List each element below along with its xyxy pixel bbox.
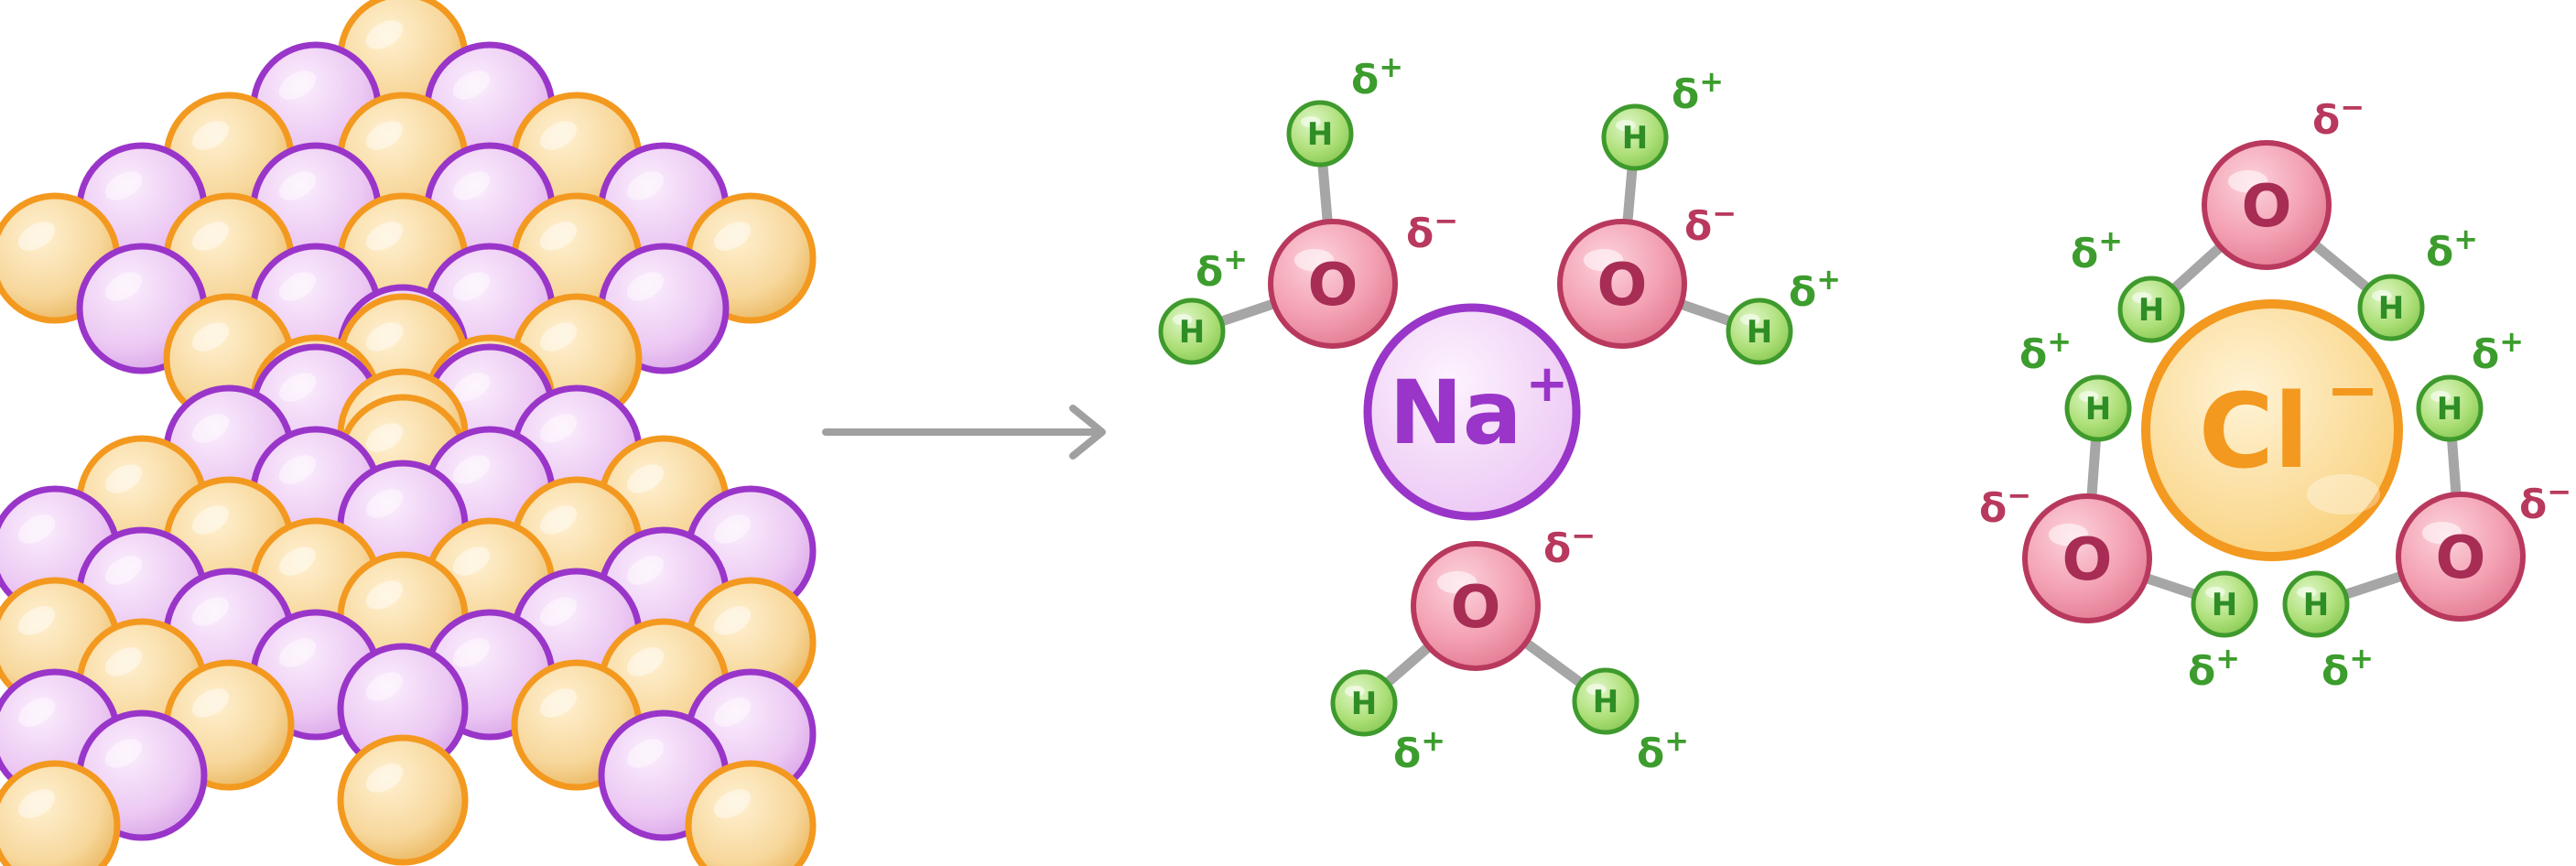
partial-positive-label: δ+ [2426, 222, 2478, 276]
partial-negative-label: δ− [2312, 90, 2365, 144]
oxygen-label: O [2242, 172, 2292, 241]
hydrogen-atom: H [2416, 374, 2484, 442]
partial-negative-label: δ− [1684, 196, 1737, 250]
hydrogen-atom: H [2357, 274, 2425, 341]
chloride-ion-sphere [337, 734, 469, 866]
hydrogen-atom: H [1601, 103, 1669, 171]
hydrogen-atom: H [1726, 298, 1793, 365]
oxygen-atom: O [1411, 541, 1541, 671]
oxygen-label: O [1308, 251, 1358, 319]
hydrogen-atom: H [2191, 570, 2258, 638]
hydrogen-label: H [2303, 587, 2329, 623]
partial-negative-label: δ− [1543, 518, 1596, 572]
chloride-ion-sphere [685, 760, 817, 866]
oxygen-atom: O [2022, 493, 2152, 623]
hydrogen-label: H [1622, 120, 1648, 157]
oxygen-label: O [1597, 251, 1648, 319]
oxygen-atom: O [2396, 492, 2526, 622]
oxygen-label: O [2436, 524, 2486, 592]
partial-negative-label: δ− [2519, 474, 2571, 528]
oxygen-label: O [1451, 573, 1501, 642]
hydrogen-atom: H [2117, 276, 2185, 343]
partial-negative-label: δ− [1406, 203, 1458, 257]
partial-positive-label: δ+ [1637, 723, 1689, 777]
partial-positive-label: δ+ [1196, 242, 1248, 296]
right-arrow-icon [822, 405, 1106, 460]
chloride-label: Cl [2199, 373, 2310, 492]
partial-positive-label: δ+ [2322, 641, 2374, 695]
hydrogen-label: H [1351, 686, 1377, 722]
hydrogen-atom: H [1158, 298, 1226, 365]
ionic-lattice-icon [0, 0, 817, 866]
hydrogen-label: H [2437, 391, 2462, 428]
hydrogen-label: H [2212, 587, 2237, 623]
sodium-label: Na [1389, 362, 1521, 464]
oxygen-atom: O [1268, 219, 1398, 349]
chloride-ion-sphere [0, 760, 121, 866]
oxygen-label: O [2062, 525, 2113, 594]
chloride-ion: Cl− [2141, 299, 2403, 561]
hydrogen-atom: H [2282, 570, 2350, 638]
hydrated-chloride-ion: Cl− O H Hδ− δ+ δ+ O H Hδ− δ+ δ+ O H Hδ− δ+ δ+ [1979, 90, 2571, 695]
hydrogen-label: H [1747, 314, 1772, 351]
partial-positive-label: δ+ [1351, 49, 1403, 103]
partial-positive-label: δ+ [1672, 64, 1724, 118]
partial-positive-label: δ+ [2019, 324, 2072, 378]
oxygen-atom: O [1557, 219, 1687, 349]
partial-positive-label: δ+ [2071, 223, 2123, 277]
hydrogen-label: H [1179, 314, 1205, 351]
sodium-ion: Na+ [1363, 303, 1581, 521]
chloride-charge-label: − [2326, 352, 2380, 428]
partial-positive-label: δ+ [1393, 723, 1445, 777]
oxygen-atom: O [2202, 140, 2332, 270]
hydrogen-label: H [2085, 391, 2111, 428]
hydrogen-label: H [1307, 116, 1333, 153]
partial-positive-label: δ+ [2472, 324, 2524, 378]
sodium-charge-label: + [1526, 354, 1569, 414]
partial-negative-label: δ− [1979, 478, 2031, 532]
hydrogen-label: H [2378, 290, 2404, 327]
hydrogen-atom: H [2064, 374, 2132, 442]
partial-positive-label: δ+ [1789, 262, 1841, 316]
hydrogen-atom: H [1330, 669, 1398, 737]
hydrogen-label: H [1593, 684, 1618, 720]
hydrogen-atom: H [1286, 100, 1354, 168]
hydrogen-label: H [2138, 292, 2164, 329]
hydrogen-atom: H [1572, 667, 1640, 735]
partial-positive-label: δ+ [2188, 641, 2240, 695]
